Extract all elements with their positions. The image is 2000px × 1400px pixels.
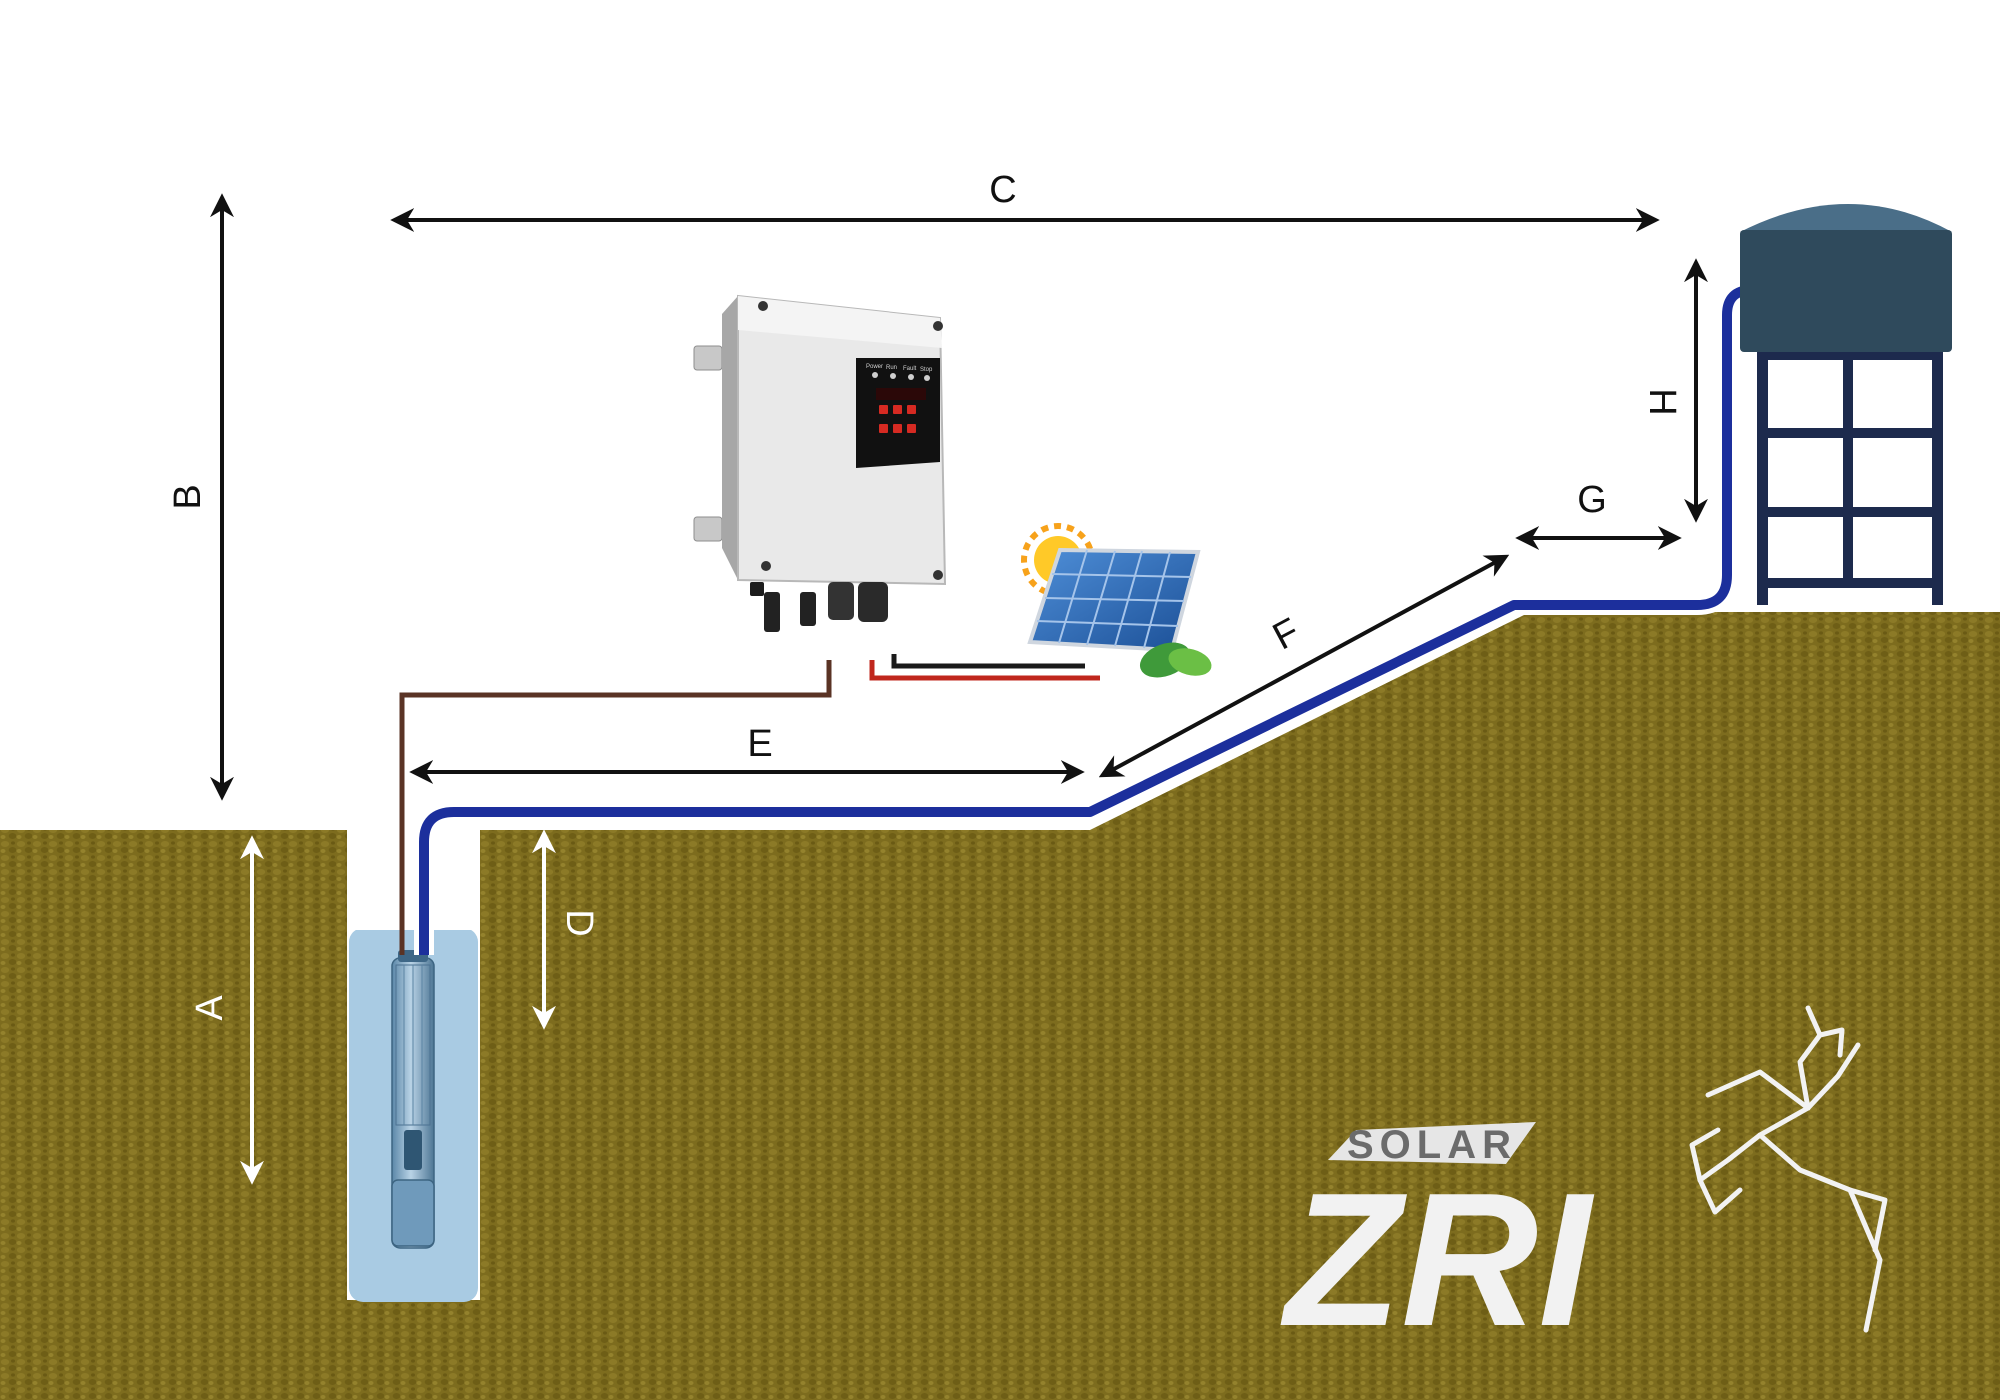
label-a: A (189, 995, 231, 1021)
pump-power-cable (399, 660, 832, 955)
dimension-arrow-f (1098, 554, 1510, 778)
label-e: E (747, 723, 772, 765)
water-pipe (414, 280, 1762, 955)
indicator-run: Run (886, 365, 897, 371)
label-d: D (558, 909, 600, 936)
ground (0, 612, 2000, 1400)
tank-lid (1740, 204, 1952, 232)
brand-logo: SOLAR ZRI (1280, 1005, 1888, 1366)
brand-solar: SOLAR (1347, 1123, 1517, 1167)
label-g: G (1577, 479, 1607, 521)
dimension-labels: B C E F G H A D (167, 169, 1683, 1021)
panel-cable-black (891, 654, 1085, 669)
label-b: B (167, 484, 209, 509)
panel-cable-red (869, 660, 1100, 681)
label-f: F (1266, 610, 1306, 658)
brand-zri: ZRI (1280, 1154, 1595, 1366)
indicator-fault: Fault (903, 366, 917, 372)
deer-icon (1689, 1005, 1888, 1333)
cable-glands (750, 582, 888, 632)
indicator-power: Power (866, 364, 883, 370)
controller-buttons (879, 405, 916, 433)
indicator-stop: Stop (920, 367, 933, 373)
solar-panel (1021, 523, 1212, 678)
water-tank (1740, 230, 1952, 352)
label-h: H (1641, 388, 1683, 415)
water-tower (1740, 204, 1952, 605)
submersible-pump (391, 950, 435, 1249)
solar-pump-controller: Power Run Fault Stop (693, 294, 947, 632)
controller-indicators: Power Run Fault Stop (866, 364, 933, 381)
dimension-arrows (210, 193, 1708, 1185)
label-c: C (989, 169, 1016, 211)
